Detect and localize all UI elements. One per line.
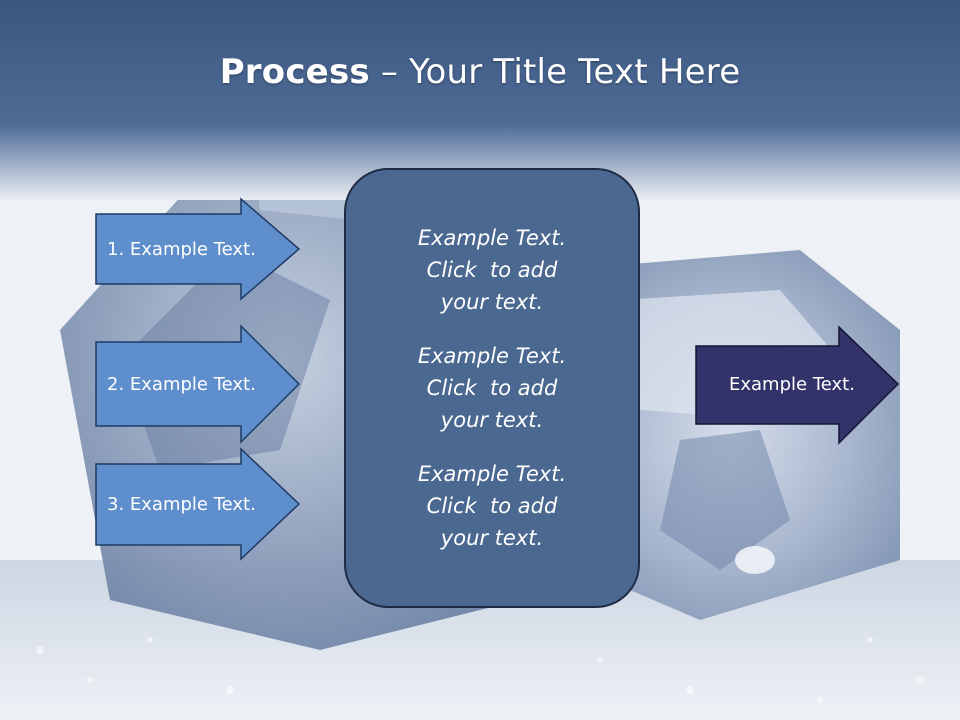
text-line: your text. bbox=[440, 290, 544, 314]
title-bold: Process bbox=[219, 52, 370, 92]
process-arrow-1[interactable]: 1. Example Text. bbox=[95, 197, 301, 301]
arrow-shape bbox=[95, 447, 301, 561]
text-line: Example Text. bbox=[417, 462, 567, 486]
text-line: Click to add bbox=[426, 258, 558, 282]
arrow-shape bbox=[95, 197, 301, 301]
text-line: your text. bbox=[440, 408, 544, 432]
arrow-label: 1. Example Text. bbox=[107, 238, 256, 260]
arrow-shape bbox=[695, 325, 900, 445]
text-block-3: Example Text. Click to add your text. bbox=[377, 458, 607, 554]
process-arrow-3[interactable]: 3. Example Text. bbox=[95, 447, 301, 561]
text-line: your text. bbox=[440, 526, 544, 550]
text-line: Example Text. bbox=[417, 226, 567, 250]
text-line: Example Text. bbox=[417, 344, 567, 368]
result-arrow[interactable]: Example Text. bbox=[695, 325, 900, 445]
arrow-label: 3. Example Text. bbox=[107, 493, 256, 515]
arrow-label: Example Text. bbox=[729, 373, 855, 395]
text-line: Click to add bbox=[426, 494, 558, 518]
text-block-1: Example Text. Click to add your text. bbox=[377, 222, 607, 318]
text-line: Click to add bbox=[426, 376, 558, 400]
title-rest: – Your Title Text Here bbox=[369, 52, 741, 92]
process-arrow-2[interactable]: 2. Example Text. bbox=[95, 324, 301, 444]
center-content-box[interactable]: Example Text. Click to add your text. Ex… bbox=[344, 168, 640, 608]
arrow-shape bbox=[95, 324, 301, 444]
arrow-label: 2. Example Text. bbox=[107, 373, 256, 395]
slide-title: Process – Your Title Text Here bbox=[0, 52, 960, 92]
text-block-2: Example Text. Click to add your text. bbox=[377, 340, 607, 436]
